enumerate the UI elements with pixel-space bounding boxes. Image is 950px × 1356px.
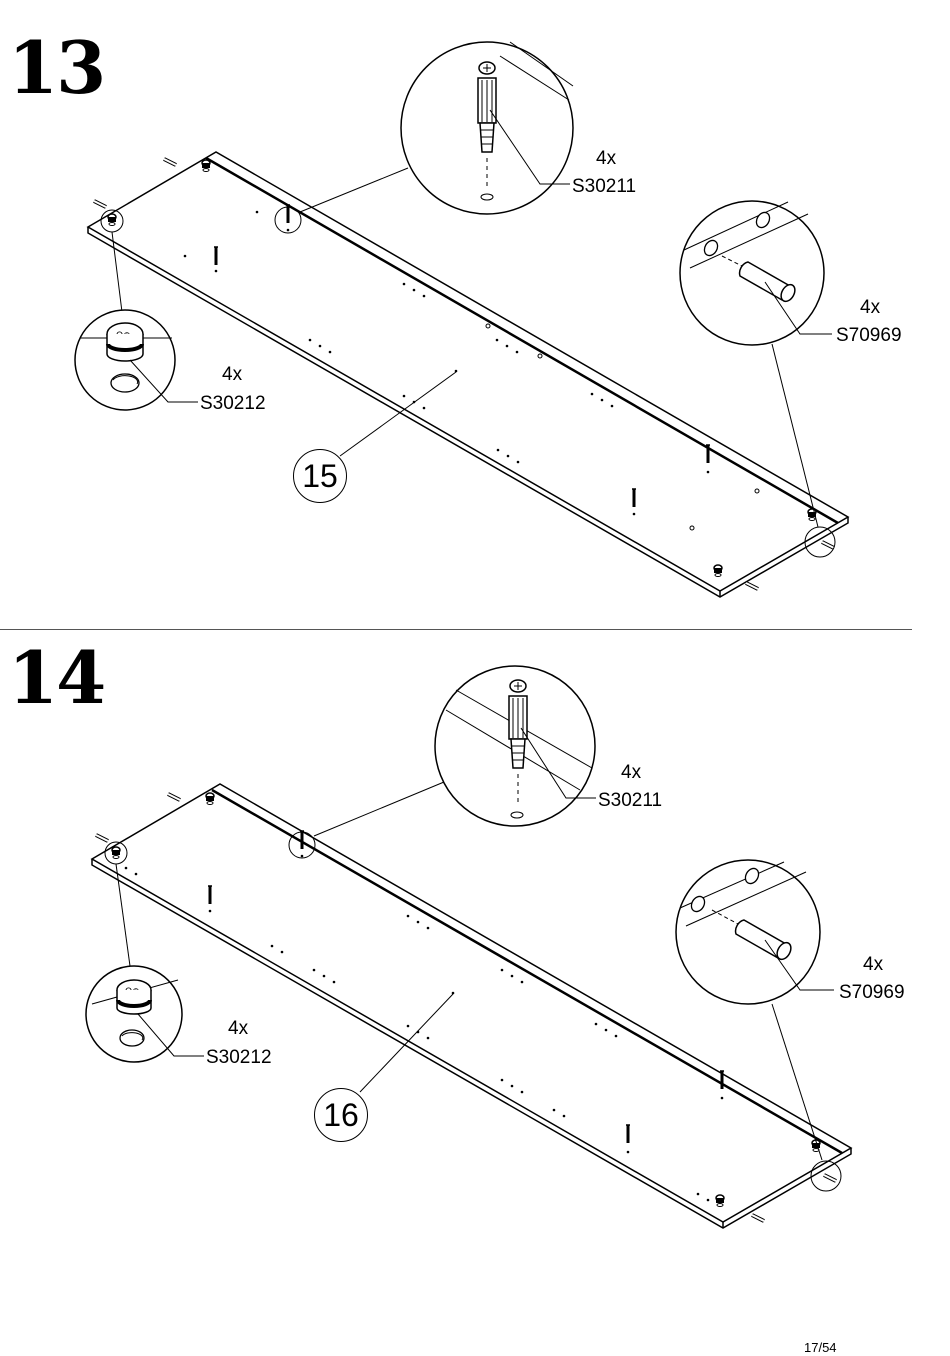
panel-15 bbox=[86, 151, 850, 598]
cam-lock-icon: ʘ⊕ bbox=[85, 965, 204, 1063]
step13-screw-code: S30211 bbox=[572, 176, 637, 197]
cam-lock-icon: ʘ⊕ bbox=[74, 309, 198, 411]
step-number-13: 13 bbox=[8, 25, 106, 110]
step14-dowel-code: S70969 bbox=[839, 982, 905, 1003]
step-divider bbox=[0, 629, 912, 630]
step-number-14: 14 bbox=[8, 635, 106, 720]
wooden-dowel-icon bbox=[679, 200, 832, 346]
step13-cam-qty: 4x bbox=[222, 364, 243, 385]
panel-16 bbox=[90, 783, 853, 1229]
step13-cam-code: S30212 bbox=[200, 393, 266, 414]
step14-screw-code: S30211 bbox=[598, 790, 663, 811]
step14-dowel-qty: 4x bbox=[863, 954, 884, 975]
wooden-dowel-icon bbox=[675, 859, 834, 1005]
step13-dowel-qty: 4x bbox=[860, 297, 881, 318]
step14-screw-qty: 4x bbox=[621, 762, 642, 783]
dowel-screw-icon bbox=[434, 665, 596, 827]
page-number: 17/54 bbox=[804, 1340, 837, 1355]
part-number-15: 15 bbox=[293, 449, 347, 503]
step13-dowel-code: S70969 bbox=[836, 325, 902, 346]
part-number-16: 16 bbox=[314, 1088, 368, 1142]
step13-screw-qty: 4x bbox=[596, 148, 617, 169]
panel-16-holes bbox=[124, 854, 724, 1202]
step14-cam-qty: 4x bbox=[228, 1018, 249, 1039]
step14-drawing: ʘ⊕ bbox=[85, 665, 853, 1229]
step13-drawing: ʘ⊕ bbox=[74, 41, 850, 598]
panel-15-holes bbox=[183, 210, 710, 516]
dowel-screw-icon bbox=[400, 41, 574, 215]
step14-cam-code: S30212 bbox=[206, 1047, 272, 1068]
